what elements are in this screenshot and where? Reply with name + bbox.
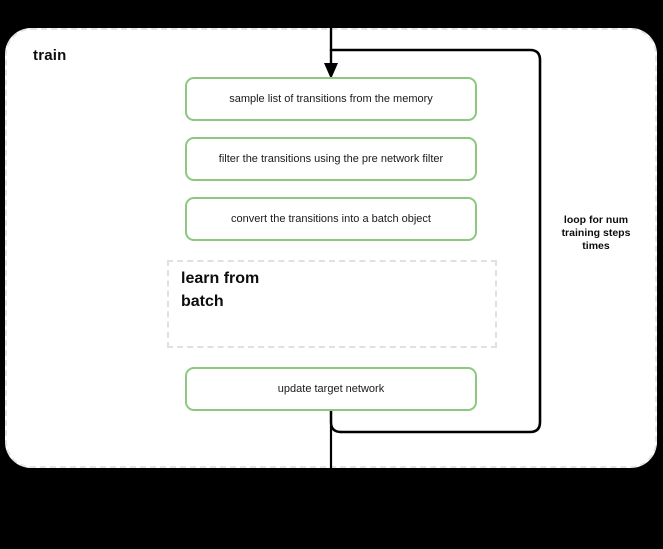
step-label: update target network bbox=[277, 383, 385, 395]
step-box-sample-transitions[interactable]: sample list of transitions from the memo… bbox=[185, 77, 477, 121]
step-box-convert-transitions[interactable]: convert the transitions into a batch obj… bbox=[185, 197, 477, 241]
step-label: filter the transitions using the pre net… bbox=[218, 153, 444, 165]
learn-from-batch-container[interactable]: learn from batch bbox=[167, 260, 497, 348]
step-label: sample list of transitions from the memo… bbox=[229, 93, 433, 105]
loop-annotation-label: loop for num training steps times bbox=[561, 214, 631, 252]
learn-from-batch-title: learn from batch bbox=[181, 270, 260, 310]
step-box-filter-transitions[interactable]: filter the transitions using the pre net… bbox=[185, 137, 477, 181]
step-box-update-target-network[interactable]: update target network bbox=[185, 367, 477, 411]
train-title: train bbox=[33, 47, 67, 64]
step-label: convert the transitions into a batch obj… bbox=[231, 213, 431, 225]
